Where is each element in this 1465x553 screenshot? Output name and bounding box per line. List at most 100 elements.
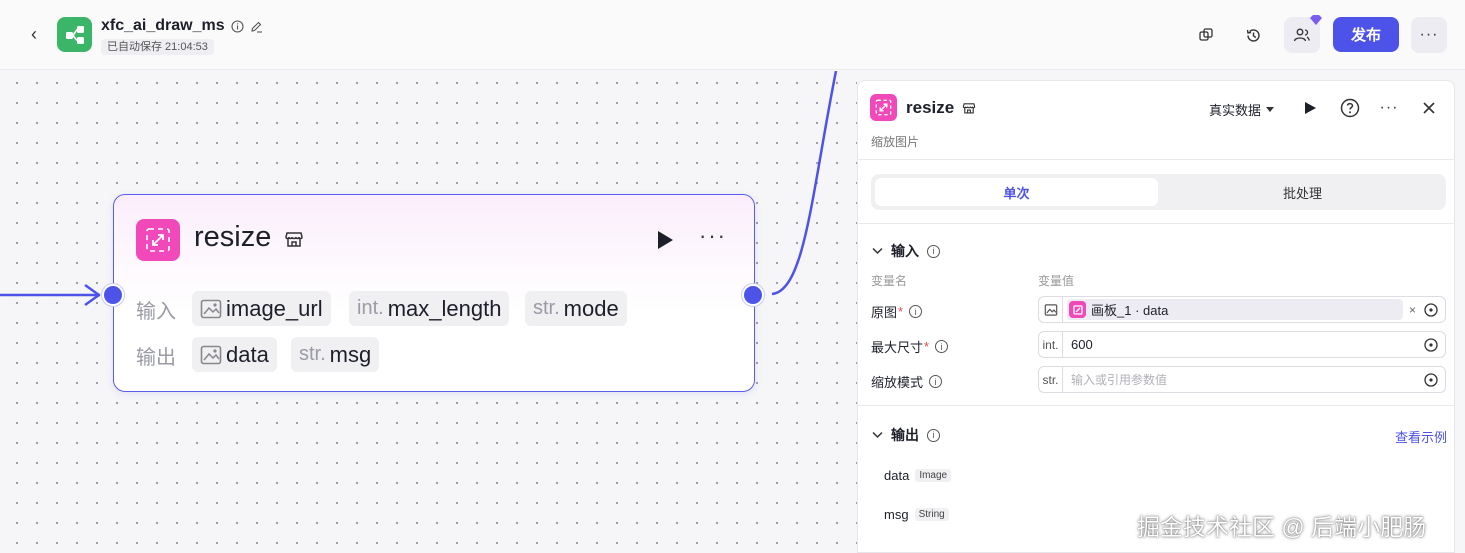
input-name: max_length xyxy=(387,295,502,321)
collaborators-button[interactable] xyxy=(1284,17,1320,53)
app-title-group: xfc_ai_draw_ms xyxy=(101,17,263,35)
node-more-icon[interactable]: ··· xyxy=(699,223,727,248)
store-icon xyxy=(962,103,976,114)
node-input-max-length: int. max_length xyxy=(349,291,510,326)
field-label: 原图 xyxy=(871,305,898,320)
node-input-image-url: image_url xyxy=(192,291,331,326)
image-icon xyxy=(200,345,222,364)
publish-button[interactable]: 发布 xyxy=(1333,17,1399,52)
type-prefix: int. xyxy=(357,297,384,319)
clear-reference-icon[interactable]: × xyxy=(1408,302,1416,317)
history-icon xyxy=(1246,28,1260,42)
data-mode-label: 真实数据 xyxy=(1209,103,1262,118)
field-label-max-size: 最大尺寸 * i xyxy=(871,337,949,356)
more-options-button[interactable]: ··· xyxy=(1411,17,1447,53)
output-row-msg: msg String xyxy=(884,507,949,522)
input-port[interactable] xyxy=(102,284,124,306)
field-label-source-image: 原图 * i xyxy=(871,302,923,321)
input-section-title: 输入 xyxy=(891,243,919,259)
outgoing-edge[interactable] xyxy=(771,71,838,296)
field-label: 缩放模式 xyxy=(871,375,924,390)
close-icon xyxy=(1423,102,1435,114)
app-logo-icon xyxy=(57,17,92,52)
workflow-canvas[interactable]: resize ··· 输入 image_url int. max_length … xyxy=(0,71,857,553)
reference-value: 画板_1 · data xyxy=(1091,303,1169,318)
info-icon[interactable]: i xyxy=(929,375,943,388)
canvas-node-icon xyxy=(1069,301,1086,318)
chevron-down-icon xyxy=(872,247,883,255)
copy-button[interactable] xyxy=(1188,17,1224,53)
divider xyxy=(858,159,1454,160)
output-section-header[interactable]: 输出 i xyxy=(872,425,940,445)
edge-arrow-icon xyxy=(84,283,101,307)
info-icon[interactable]: i xyxy=(935,340,949,353)
history-button[interactable] xyxy=(1235,17,1271,53)
chevron-down-icon xyxy=(872,431,883,439)
app-title: xfc_ai_draw_ms xyxy=(101,17,225,34)
watermark: 掘金技术社区 @ 后端小肥肠 xyxy=(1137,514,1427,540)
max-size-input[interactable]: int. 600 xyxy=(1038,331,1446,358)
source-image-input[interactable]: 画板_1 · data × xyxy=(1038,296,1446,323)
more-icon: ··· xyxy=(1419,26,1439,43)
run-mode-tabs: 单次 批处理 xyxy=(871,174,1446,210)
node-title: resize xyxy=(194,221,272,253)
type-prefix: int. xyxy=(1039,332,1063,357)
info-icon[interactable]: i xyxy=(909,305,923,318)
help-icon xyxy=(1340,98,1360,118)
required-mark: * xyxy=(924,339,930,354)
connection-edges xyxy=(0,71,838,307)
output-name: data xyxy=(226,341,269,367)
run-test-button[interactable] xyxy=(1299,97,1321,119)
max-size-value[interactable]: 600 xyxy=(1071,337,1093,352)
column-header-name: 变量名 xyxy=(871,274,908,288)
back-chevron-icon[interactable]: ‹ xyxy=(31,24,37,44)
info-icon[interactable]: i xyxy=(927,428,940,442)
divider xyxy=(858,405,1454,406)
field-label-scale-mode: 缩放模式 i xyxy=(871,372,943,391)
output-name: data xyxy=(884,468,910,483)
output-type-badge: String xyxy=(914,508,949,521)
input-section-header[interactable]: 输入 i xyxy=(872,241,940,261)
node-input-label: 输入 xyxy=(136,301,176,323)
tab-batch[interactable]: 批处理 xyxy=(1282,185,1322,201)
node-output-msg: str. msg xyxy=(291,337,380,372)
edit-icon[interactable] xyxy=(250,20,263,33)
play-icon xyxy=(1305,102,1316,114)
variable-picker-icon[interactable] xyxy=(1422,336,1440,354)
output-row-data: data Image xyxy=(884,468,952,483)
node-output-label: 输出 xyxy=(136,347,176,369)
caret-down-icon xyxy=(1266,106,1275,112)
type-prefix: str. xyxy=(533,297,560,319)
autosave-status: 已自动保存 21:04:53 xyxy=(101,39,214,55)
node-config-panel: resize 缩放图片 真实数据 ··· 单次 批处理 输入 i 变量名 变量值… xyxy=(857,80,1455,553)
view-example-link[interactable]: 查看示例 xyxy=(1395,430,1448,445)
variable-picker-icon[interactable] xyxy=(1422,371,1440,389)
input-name: image_url xyxy=(226,295,323,321)
column-header-value: 变量值 xyxy=(1038,274,1075,288)
scale-mode-input[interactable]: str. 输入或引用参数值 xyxy=(1038,366,1446,393)
data-mode-select[interactable]: 真实数据 xyxy=(1209,100,1275,119)
tab-single[interactable]: 单次 xyxy=(875,178,1158,206)
output-section-title: 输出 xyxy=(891,427,919,443)
panel-title: resize xyxy=(906,98,955,117)
type-prefix: str. xyxy=(299,343,326,365)
close-panel-button[interactable] xyxy=(1418,97,1440,119)
divider xyxy=(858,223,1454,224)
node-input-mode: str. mode xyxy=(525,291,627,326)
help-button[interactable] xyxy=(1339,97,1361,119)
resize-node[interactable]: resize ··· 输入 image_url int. max_length … xyxy=(113,194,755,392)
variable-picker-icon[interactable] xyxy=(1422,301,1440,319)
users-icon xyxy=(1293,28,1310,42)
info-icon[interactable]: i xyxy=(927,244,940,258)
type-prefix: str. xyxy=(1039,367,1063,392)
panel-description: 缩放图片 xyxy=(871,135,920,149)
output-port[interactable] xyxy=(742,284,764,306)
scale-mode-placeholder[interactable]: 输入或引用参数值 xyxy=(1071,373,1168,387)
panel-node-icon xyxy=(870,94,897,121)
info-icon[interactable] xyxy=(231,19,244,33)
variable-reference-tag[interactable]: 画板_1 · data xyxy=(1067,299,1403,320)
run-node-icon[interactable] xyxy=(654,229,676,251)
panel-more-icon[interactable]: ··· xyxy=(1379,99,1399,116)
store-icon xyxy=(285,232,303,247)
image-icon xyxy=(200,299,222,318)
